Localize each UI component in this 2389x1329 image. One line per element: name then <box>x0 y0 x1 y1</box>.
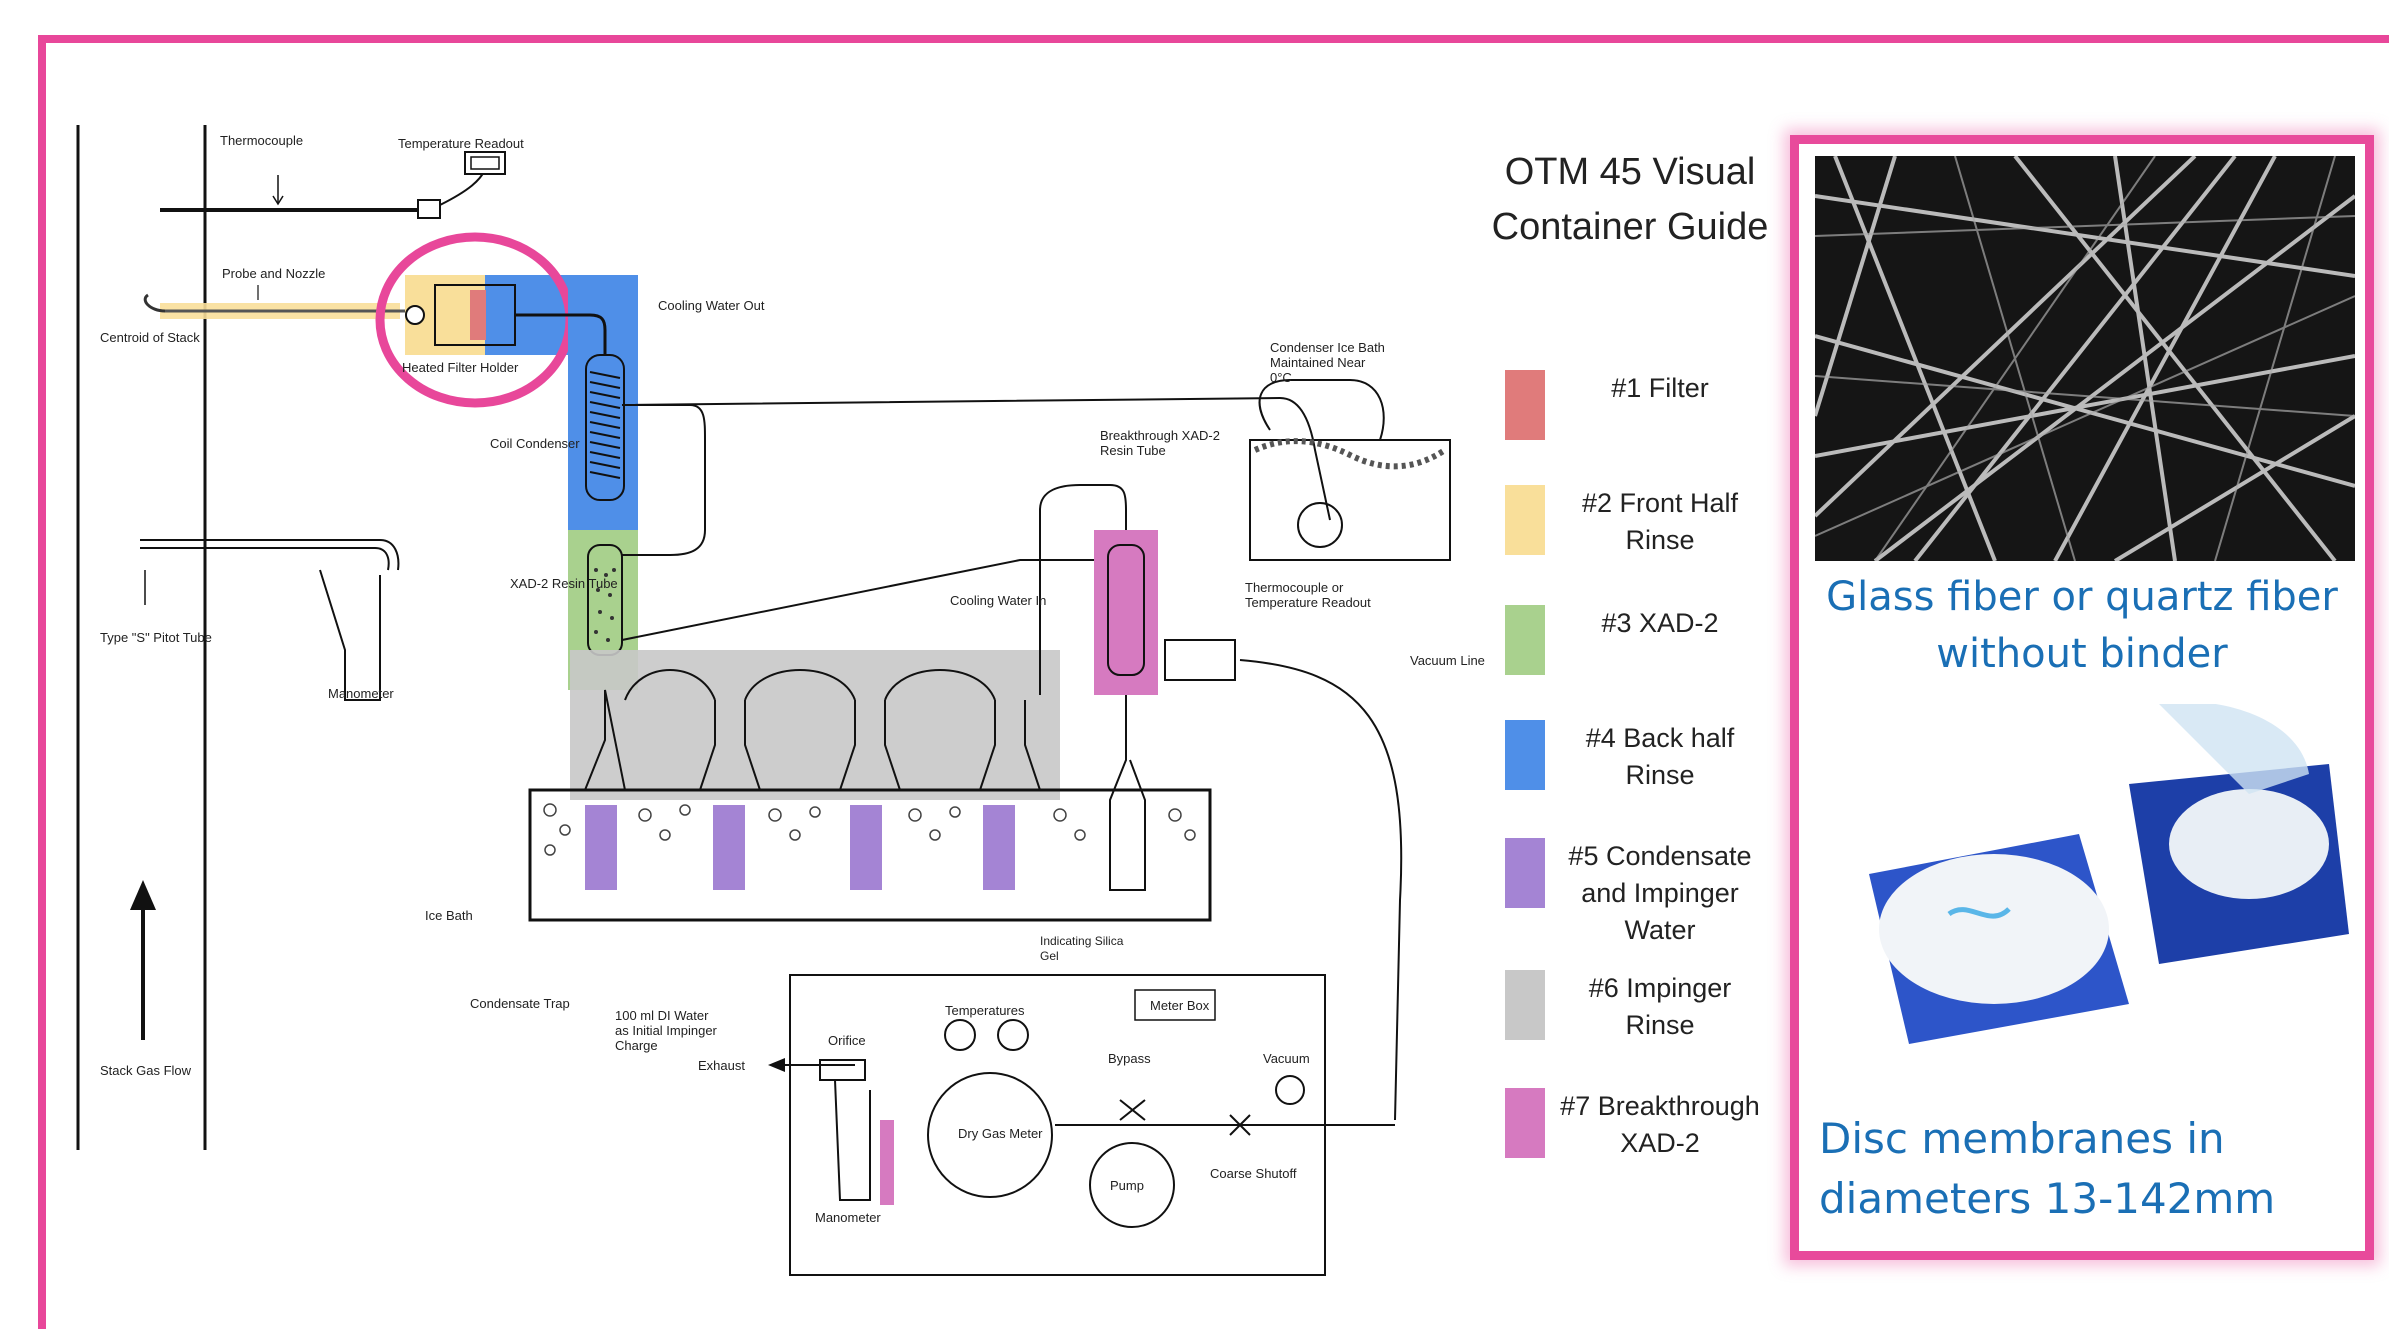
thermocouple-junction <box>418 200 440 218</box>
label-vacuum: Vacuum <box>1263 1051 1310 1066</box>
legend-swatch <box>1505 605 1545 675</box>
label-temperatures: Temperatures <box>945 1003 1025 1018</box>
label-orifice: Orifice <box>828 1033 866 1048</box>
label-xad2-resin-tube: XAD-2 Resin Tube <box>510 576 618 591</box>
sampling-train-diagram: Thermocouple Temperature Readout Probe a… <box>0 0 1500 1329</box>
media-panel: Glass fiber or quartz fiber without bind… <box>1790 135 2374 1260</box>
label-bypass: Bypass <box>1108 1051 1151 1066</box>
label-cooling-water-out: Cooling Water Out <box>658 298 765 313</box>
label-type-s-pitot: Type "S" Pitot Tube <box>100 630 212 645</box>
label-coarse-shutoff: Coarse Shutoff <box>1210 1166 1297 1181</box>
readout-wire <box>440 170 485 205</box>
label-condensate-trap: Condensate Trap <box>470 996 570 1011</box>
label-cooling-water-in: Cooling Water In <box>950 593 1046 608</box>
label-manometer-meter-box: Manometer <box>815 1210 881 1225</box>
legend-swatch <box>1505 838 1545 908</box>
legend-label: #1 Filter <box>1555 370 1765 407</box>
label-coil-condenser: Coil Condenser <box>490 436 580 451</box>
label-centroid-of-stack: Centroid of Stack <box>100 330 200 345</box>
legend-swatch <box>1505 485 1545 555</box>
breakthrough-xad2-column <box>1094 530 1158 695</box>
legend-label: #4 Back half Rinse <box>1555 720 1765 794</box>
back-half-rinse-column <box>568 275 638 530</box>
label-dry-gas-meter: Dry Gas Meter <box>958 1126 1043 1141</box>
impinger-rinse-region <box>570 650 1060 800</box>
legend-swatch <box>1505 970 1545 1040</box>
label-manometer: Manometer <box>328 686 394 701</box>
label-probe-and-nozzle: Probe and Nozzle <box>222 266 325 281</box>
legend-swatch <box>1505 1088 1545 1158</box>
glass-fiber-photo <box>1815 156 2355 561</box>
label-exhaust: Exhaust <box>698 1058 745 1073</box>
guide-title: OTM 45 Visual Container Guide <box>1480 145 1780 255</box>
legend-swatch <box>1505 720 1545 790</box>
legend-swatch <box>1505 370 1545 440</box>
label-temperature-readout: Temperature Readout <box>398 136 524 151</box>
legend-label: #7 Breakthrough XAD-2 <box>1555 1088 1765 1162</box>
caption-glass-fiber: Glass fiber or quartz fiber without bind… <box>1799 569 2365 683</box>
label-thermocouple: Thermocouple <box>220 133 303 148</box>
cooling-water-out-line <box>622 398 1330 520</box>
label-meter-box: Meter Box <box>1150 998 1210 1013</box>
legend-label: #2 Front Half Rinse <box>1555 485 1765 559</box>
label-pump: Pump <box>1110 1178 1144 1193</box>
legend-label: #3 XAD-2 <box>1555 605 1765 642</box>
legend-label: #6 Impinger Rinse <box>1555 970 1765 1044</box>
manometer-meter-box <box>835 1080 870 1200</box>
disc-membrane-photo <box>1829 704 2359 1074</box>
pitot-tube <box>140 540 398 570</box>
label-vacuum-line: Vacuum Line <box>1410 653 1485 668</box>
caption-disc-membranes: Disc membranes in diameters 13-142mm <box>1819 1109 2365 1229</box>
manometer-left <box>320 570 380 700</box>
label-ice-bath: Ice Bath <box>425 908 473 923</box>
label-heated-filter-holder: Heated Filter Holder <box>402 360 519 375</box>
legend-label: #5 Condensate and Impinger Water <box>1555 838 1765 949</box>
label-stack-gas-flow: Stack Gas Flow <box>100 1063 192 1078</box>
filter-highlight <box>470 290 486 340</box>
